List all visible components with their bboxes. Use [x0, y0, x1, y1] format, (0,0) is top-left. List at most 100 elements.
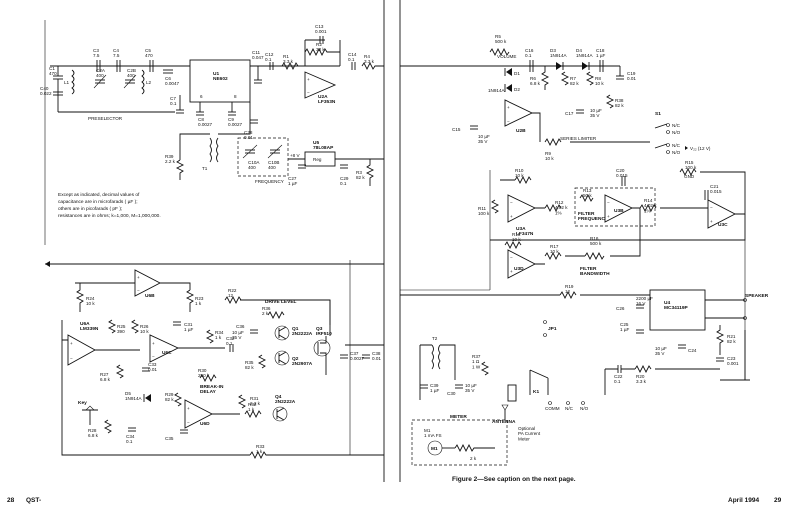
svg-text:+: + [507, 105, 510, 110]
u3d-label: U3D [514, 266, 524, 272]
right-page-number: 29 [774, 497, 782, 504]
l2-inductor: L2 [141, 69, 152, 95]
jp1-jumper[interactable]: JP1 [543, 320, 557, 337]
d1-diode: D1 [504, 68, 520, 76]
footer-right: April 1994 29 [728, 497, 782, 504]
t1-label: T1 [202, 166, 208, 171]
svg-text:+: + [70, 341, 73, 346]
filter-frequency-gang [574, 187, 656, 227]
svg-text:−: − [510, 255, 513, 260]
frequency-label: FREQUENCY [255, 179, 284, 184]
key-jack[interactable] [82, 405, 98, 425]
meter-label: METER [450, 414, 467, 420]
footer-left: 28 QST- [7, 497, 41, 504]
svg-text:N/O: N/O [580, 406, 589, 411]
left-page-number: 28 [7, 497, 15, 504]
k1-relay: K1 COMM N/C N/O [507, 369, 589, 411]
svg-text:−: − [187, 420, 190, 425]
c35-capacitor: C35 [165, 429, 188, 441]
values-note: Except as indicated, decimal values of c… [58, 192, 161, 219]
l1-inductor: L1 [64, 69, 75, 95]
svg-text:N/O: N/O [672, 150, 681, 155]
gnd-label: GND [684, 174, 695, 179]
antenna-label: ANTENNA [492, 419, 516, 425]
t2-label: T2 [432, 336, 438, 341]
u3c-opamp: −+ U3C [707, 199, 736, 229]
u6c-comparator: +− U6C [149, 334, 180, 363]
d1-label: D1 [514, 71, 520, 76]
svg-text:N/C: N/C [672, 123, 681, 128]
u6b-comparator: +− U6B [134, 269, 161, 299]
s1-switch[interactable]: S1 N/C N/O N/C N/O V₂₂ (12 V) GND [654, 111, 711, 179]
qst-logo: QST- [26, 497, 41, 504]
c15-label: C15 [452, 127, 461, 132]
u3d-opamp: −+ U3D [507, 249, 536, 279]
svg-text:−: − [607, 200, 610, 205]
